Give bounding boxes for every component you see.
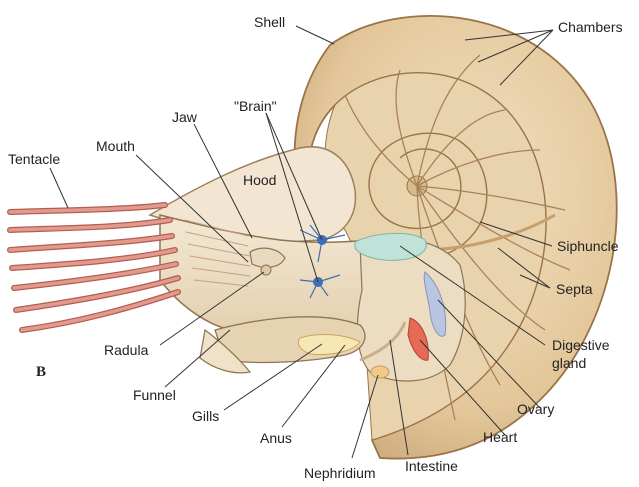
label-siphuncle: Siphuncle (557, 238, 619, 254)
label-radula: Radula (104, 342, 148, 358)
label-jaw: Jaw (172, 109, 197, 125)
figure-letter: B (36, 364, 46, 381)
label-brain: "Brain" (234, 98, 277, 114)
label-tentacle: Tentacle (8, 151, 60, 167)
label-mouth: Mouth (96, 138, 135, 154)
label-digestive-gland-line1: Digestive (552, 337, 610, 353)
label-shell: Shell (254, 14, 285, 30)
label-ovary: Ovary (517, 401, 554, 417)
label-hood: Hood (243, 172, 276, 188)
label-intestine: Intestine (405, 458, 458, 474)
label-digestive-gland: Digestive gland (552, 336, 610, 372)
label-septa: Septa (556, 281, 593, 297)
nephridium-shape (371, 366, 389, 378)
label-digestive-gland-line2: gland (552, 355, 586, 371)
label-nephridium: Nephridium (304, 465, 376, 481)
label-gills: Gills (192, 408, 219, 424)
label-anus: Anus (260, 430, 292, 446)
label-heart: Heart (483, 429, 517, 445)
visceral-mass (357, 239, 465, 381)
label-funnel: Funnel (133, 387, 176, 403)
label-chambers: Chambers (558, 19, 623, 35)
